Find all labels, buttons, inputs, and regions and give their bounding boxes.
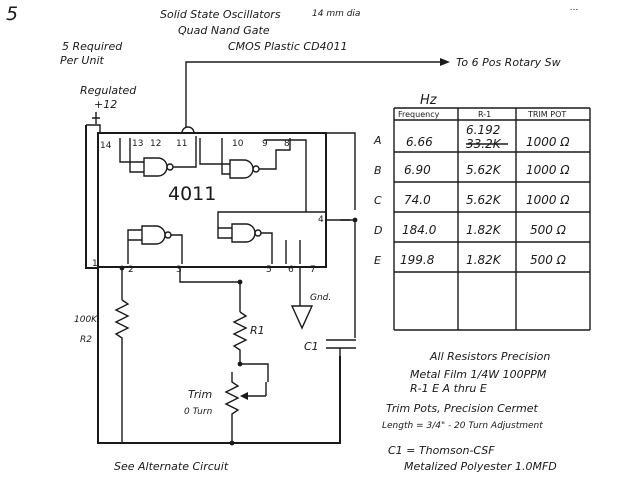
trim-name: Trim	[188, 388, 212, 401]
r1-cell: 1.82K	[466, 223, 502, 237]
r2-resistor	[114, 299, 130, 443]
page-subtitle: Quad Nand Gate	[178, 24, 270, 37]
freq-cell: 199.8	[400, 253, 435, 267]
pin-label: 14	[100, 141, 112, 151]
part-number: CMOS Plastic CD4011	[228, 40, 348, 53]
freq-cell: 184.0	[402, 223, 437, 237]
junction-dots	[119, 217, 358, 446]
nand-gate-4	[231, 223, 262, 243]
per-unit-note: Per Unit	[60, 54, 104, 67]
row-label: E	[374, 254, 381, 267]
row-label: A	[373, 134, 382, 147]
required-note: 5 Required	[62, 40, 123, 53]
page-number: 5	[6, 3, 18, 25]
trim-cell: 500 Ω	[530, 223, 567, 237]
pin-label: 9	[262, 139, 268, 149]
r1-name: R1	[250, 324, 265, 337]
table-unit: Hz	[420, 93, 438, 108]
regulated-label: Regulated	[80, 84, 137, 97]
spec-line: Metalized Polyester 1.0MFD	[404, 460, 557, 473]
rotary-switch-note: To 6 Pos Rotary Sw	[456, 56, 561, 69]
title-right-note: 14 mm dia	[312, 9, 360, 19]
trim-turns: 0 Turn	[184, 407, 213, 417]
trim-cell: 1000 Ω	[526, 163, 570, 177]
r1-resistor	[232, 311, 269, 382]
freq-cell: 6.90	[404, 163, 431, 177]
spec-line: Length = 3/4" - 20 Turn Adjustment	[382, 421, 543, 431]
pin-label: 1	[92, 259, 98, 269]
pin-label: 13	[132, 139, 143, 149]
chip-body	[97, 132, 327, 268]
r1-cell: 6.192	[466, 123, 500, 137]
table-header: Frequency	[398, 110, 440, 119]
r2-name: R2	[80, 335, 92, 345]
pin-label: 4	[318, 215, 324, 225]
c1-capacitor	[326, 219, 356, 356]
pin-label: 10	[232, 139, 244, 149]
row-label: C	[374, 194, 382, 207]
spec-line: All Resistors Precision	[429, 350, 550, 363]
spec-line: R-1 E A thru E	[410, 382, 487, 395]
r2-value: 100K	[74, 315, 98, 325]
nand-gate-1	[132, 157, 174, 177]
pin-label: 2	[128, 265, 134, 275]
trim-cell: 500 Ω	[530, 253, 567, 267]
pin-label: 8	[284, 139, 290, 149]
pin-label: 12	[150, 139, 161, 149]
pin-label: 5	[266, 265, 272, 275]
table-header: TRIM POT	[527, 110, 566, 119]
values-table: Hz Frequency R-1 TRIM POT A 6.66 6.192 3…	[373, 93, 591, 331]
corner-note: ...	[570, 3, 579, 13]
trim-pot	[224, 372, 240, 443]
ground-label: Gnd.	[310, 293, 331, 303]
spec-line: C1 = Thomson-CSF	[388, 444, 495, 457]
row-label: D	[374, 224, 382, 237]
freq-cell: 6.66	[406, 135, 433, 149]
pin-label: 11	[176, 139, 187, 149]
spec-line: Metal Film 1/4W 100PPM	[410, 368, 547, 381]
page-title: Solid State Oscillators	[160, 8, 281, 21]
table-header: R-1	[478, 110, 491, 119]
row-label: B	[374, 164, 382, 177]
pin-label: 3	[176, 265, 182, 275]
chip-label: 4011	[168, 183, 216, 205]
trim-cell: 1000 Ω	[526, 135, 570, 149]
footer-note: See Alternate Circuit	[114, 460, 229, 473]
supply-label: +12	[94, 98, 117, 111]
pin-label: 7	[310, 265, 316, 275]
pin-label: 6	[288, 265, 294, 275]
r1-cell: 5.62K	[466, 193, 502, 207]
r1-cell: 1.82K	[466, 253, 502, 267]
c1-name: C1	[304, 340, 319, 353]
r1-cell: 5.62K	[466, 163, 502, 177]
nand-gate-3	[141, 225, 172, 245]
nand-gate-2	[229, 159, 260, 179]
trim-cell: 1000 Ω	[526, 193, 570, 207]
freq-cell: 74.0	[404, 193, 431, 207]
ground-symbol	[290, 305, 314, 330]
spec-line: Trim Pots, Precision Cermet	[386, 402, 539, 415]
